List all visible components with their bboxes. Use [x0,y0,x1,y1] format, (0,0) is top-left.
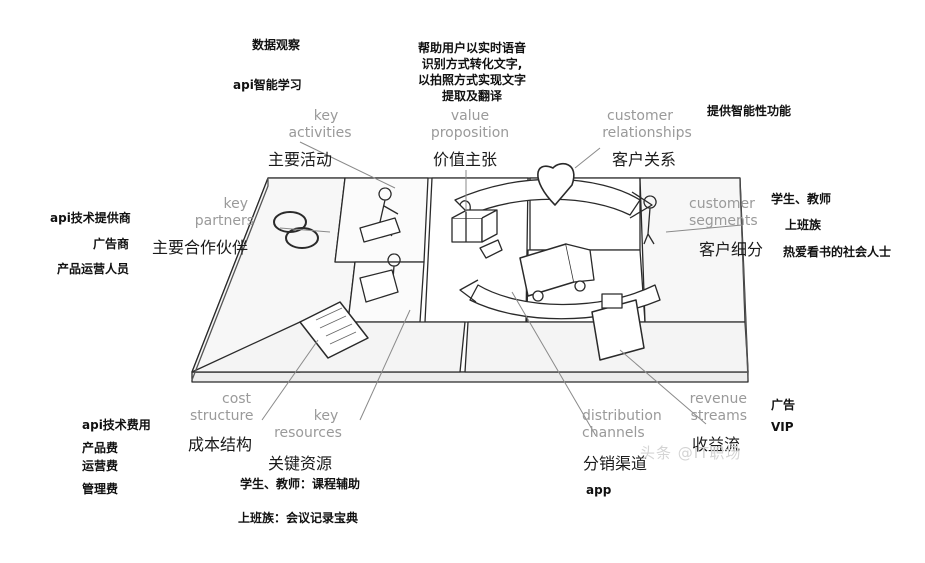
revenue-streams-en-2: streams [690,408,747,424]
note-cost-structure-1: api技术费用 [82,418,151,432]
cost-structure-zh: 成本结构 [188,435,253,454]
note-key-activities-1: 数据观察 [252,38,301,52]
cart-icon [479,239,503,259]
distribution-channels-en-2: channels [582,425,645,441]
revenue-streams-en-1: revenue [689,391,747,407]
note-revenue-streams-1: 广告 [771,398,796,412]
key-activities-en-2: activities [288,125,352,141]
distribution-channels-zh: 分销渠道 [583,454,648,473]
key-resources-en-2: resources [274,425,342,441]
note-revenue-streams-2: VIP [771,420,794,434]
key-partners-en-2: partners [194,213,254,229]
note-cost-structure-4: 管理费 [82,482,119,496]
customer-relationships-en-1: customer [607,108,673,124]
key-partners-en-1: key [223,196,248,212]
note-key-activities-2: api智能学习 [233,78,302,92]
key-activities-zh: 主要活动 [268,150,333,169]
note-key-partners-3: 产品运营人员 [57,262,130,276]
customer-figure-icon [643,195,657,245]
distribution-channels-en-1: distribution [582,408,662,424]
customer-segments-zh: 客户细分 [699,240,764,259]
note-value-proposition-3: 以拍照方式实现文字 [417,73,526,87]
heart-icon [537,163,575,206]
note-cost-structure-2: 产品费 [82,441,119,455]
key-resources-zh: 关键资源 [268,454,333,473]
cost-structure-en-1: cost [222,391,252,407]
revenue-streams-zh: 收益流 [692,435,741,454]
note-value-proposition-4: 提取及翻译 [441,89,502,103]
key-activities-en-1: key [313,108,339,124]
customer-segments-en-2: segments [689,213,758,229]
gift-box-icon [451,217,483,243]
note-cost-structure-3: 运营费 [82,459,119,473]
note-value-proposition-2: 识别方式转化文字, [421,57,523,71]
note-channels: app [586,483,612,497]
note-customer-relationships: 提供智能性功能 [707,104,792,118]
watermark: 头条 @IT职场 [640,444,742,462]
customer-segments-en-1: customer [689,196,755,212]
board-edge [191,371,749,383]
note-key-partners-1: api技术提供商 [50,211,131,225]
note-value-proposition-1: 帮助用户以实时语音 [417,41,526,55]
value-proposition-zh: 价值主张 [433,150,498,169]
key-resources-en-1: key [313,408,339,424]
note-customer-segments-2: 上班族 [785,218,822,232]
note-customer-segments-1: 学生、教师 [771,192,832,206]
customer-relationships-zh: 客户关系 [612,150,677,169]
value-proposition-en-1: value [450,108,490,124]
note-key-resources-1: 学生、教师：课程辅助 [240,477,361,491]
value-proposition-en-2: proposition [430,125,510,141]
cost-structure-en-2: structure [190,408,254,424]
document-icon [299,301,369,359]
note-key-partners-2: 广告商 [93,237,130,251]
key-partners-zh: 主要合作伙伴 [152,238,249,257]
note-key-resources-2: 上班族：会议记录宝典 [238,511,359,525]
key-activities-block [334,177,429,263]
customer-relationships-en-2: relationships [602,125,692,141]
note-customer-segments-3: 热爱看书的社会人士 [783,245,892,259]
